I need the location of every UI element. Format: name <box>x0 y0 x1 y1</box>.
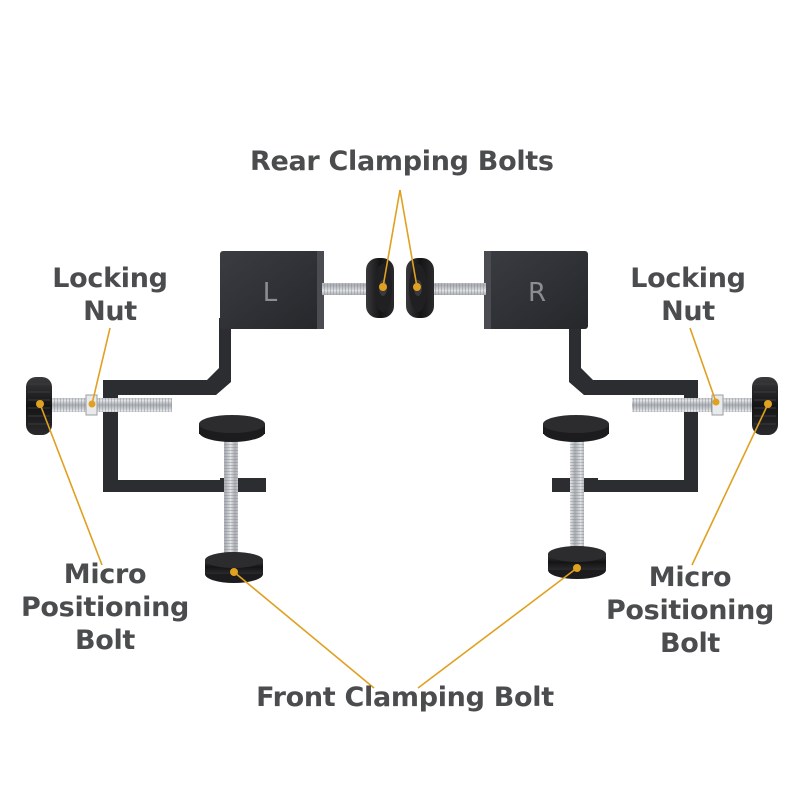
right-rear-bolt-thread <box>428 283 486 295</box>
left-rear-bolt-thread <box>322 283 374 295</box>
left-micro-bolt-thread <box>46 398 172 412</box>
left-bracket-box <box>220 251 324 329</box>
right-front-top-knob <box>543 415 609 442</box>
left-bracket-letter: L <box>263 278 278 308</box>
label-locking-nut-left: Locking Nut <box>52 263 168 327</box>
label-micro-positioning-right: Micro Positioning Bolt <box>605 562 775 659</box>
leader-rear-right <box>399 189 418 288</box>
right-front-clamping-knob <box>548 546 606 579</box>
leader-locking-nut-left <box>91 327 111 405</box>
leader-lines <box>39 189 769 689</box>
right-bracket-box <box>484 251 588 329</box>
label-micro-positioning-left: Micro Positioning Bolt <box>20 559 190 656</box>
right-bracket-letter: R <box>528 278 546 308</box>
right-front-bolt-thread <box>570 436 584 554</box>
leader-micro-left <box>39 403 103 566</box>
leader-locking-nut-right <box>689 327 717 403</box>
leader-dots <box>36 283 772 576</box>
left-front-bolt-thread <box>224 436 238 560</box>
label-locking-nut-right: Locking Nut <box>630 263 746 327</box>
leader-rear-left <box>382 189 401 288</box>
leader-front-left <box>233 571 375 689</box>
label-front-clamping-bolt: Front Clamping Bolt <box>256 682 554 713</box>
label-rear-clamping-bolts: Rear Clamping Bolts <box>250 146 554 177</box>
left-bracket-frame <box>103 318 265 492</box>
leader-micro-right <box>691 403 769 566</box>
right-bracket: R <box>484 251 698 492</box>
left-front-clamping-knob <box>205 552 263 583</box>
left-front-top-knob <box>199 415 265 442</box>
leader-front-right <box>417 567 578 689</box>
right-micro-bolt-thread <box>632 398 758 412</box>
